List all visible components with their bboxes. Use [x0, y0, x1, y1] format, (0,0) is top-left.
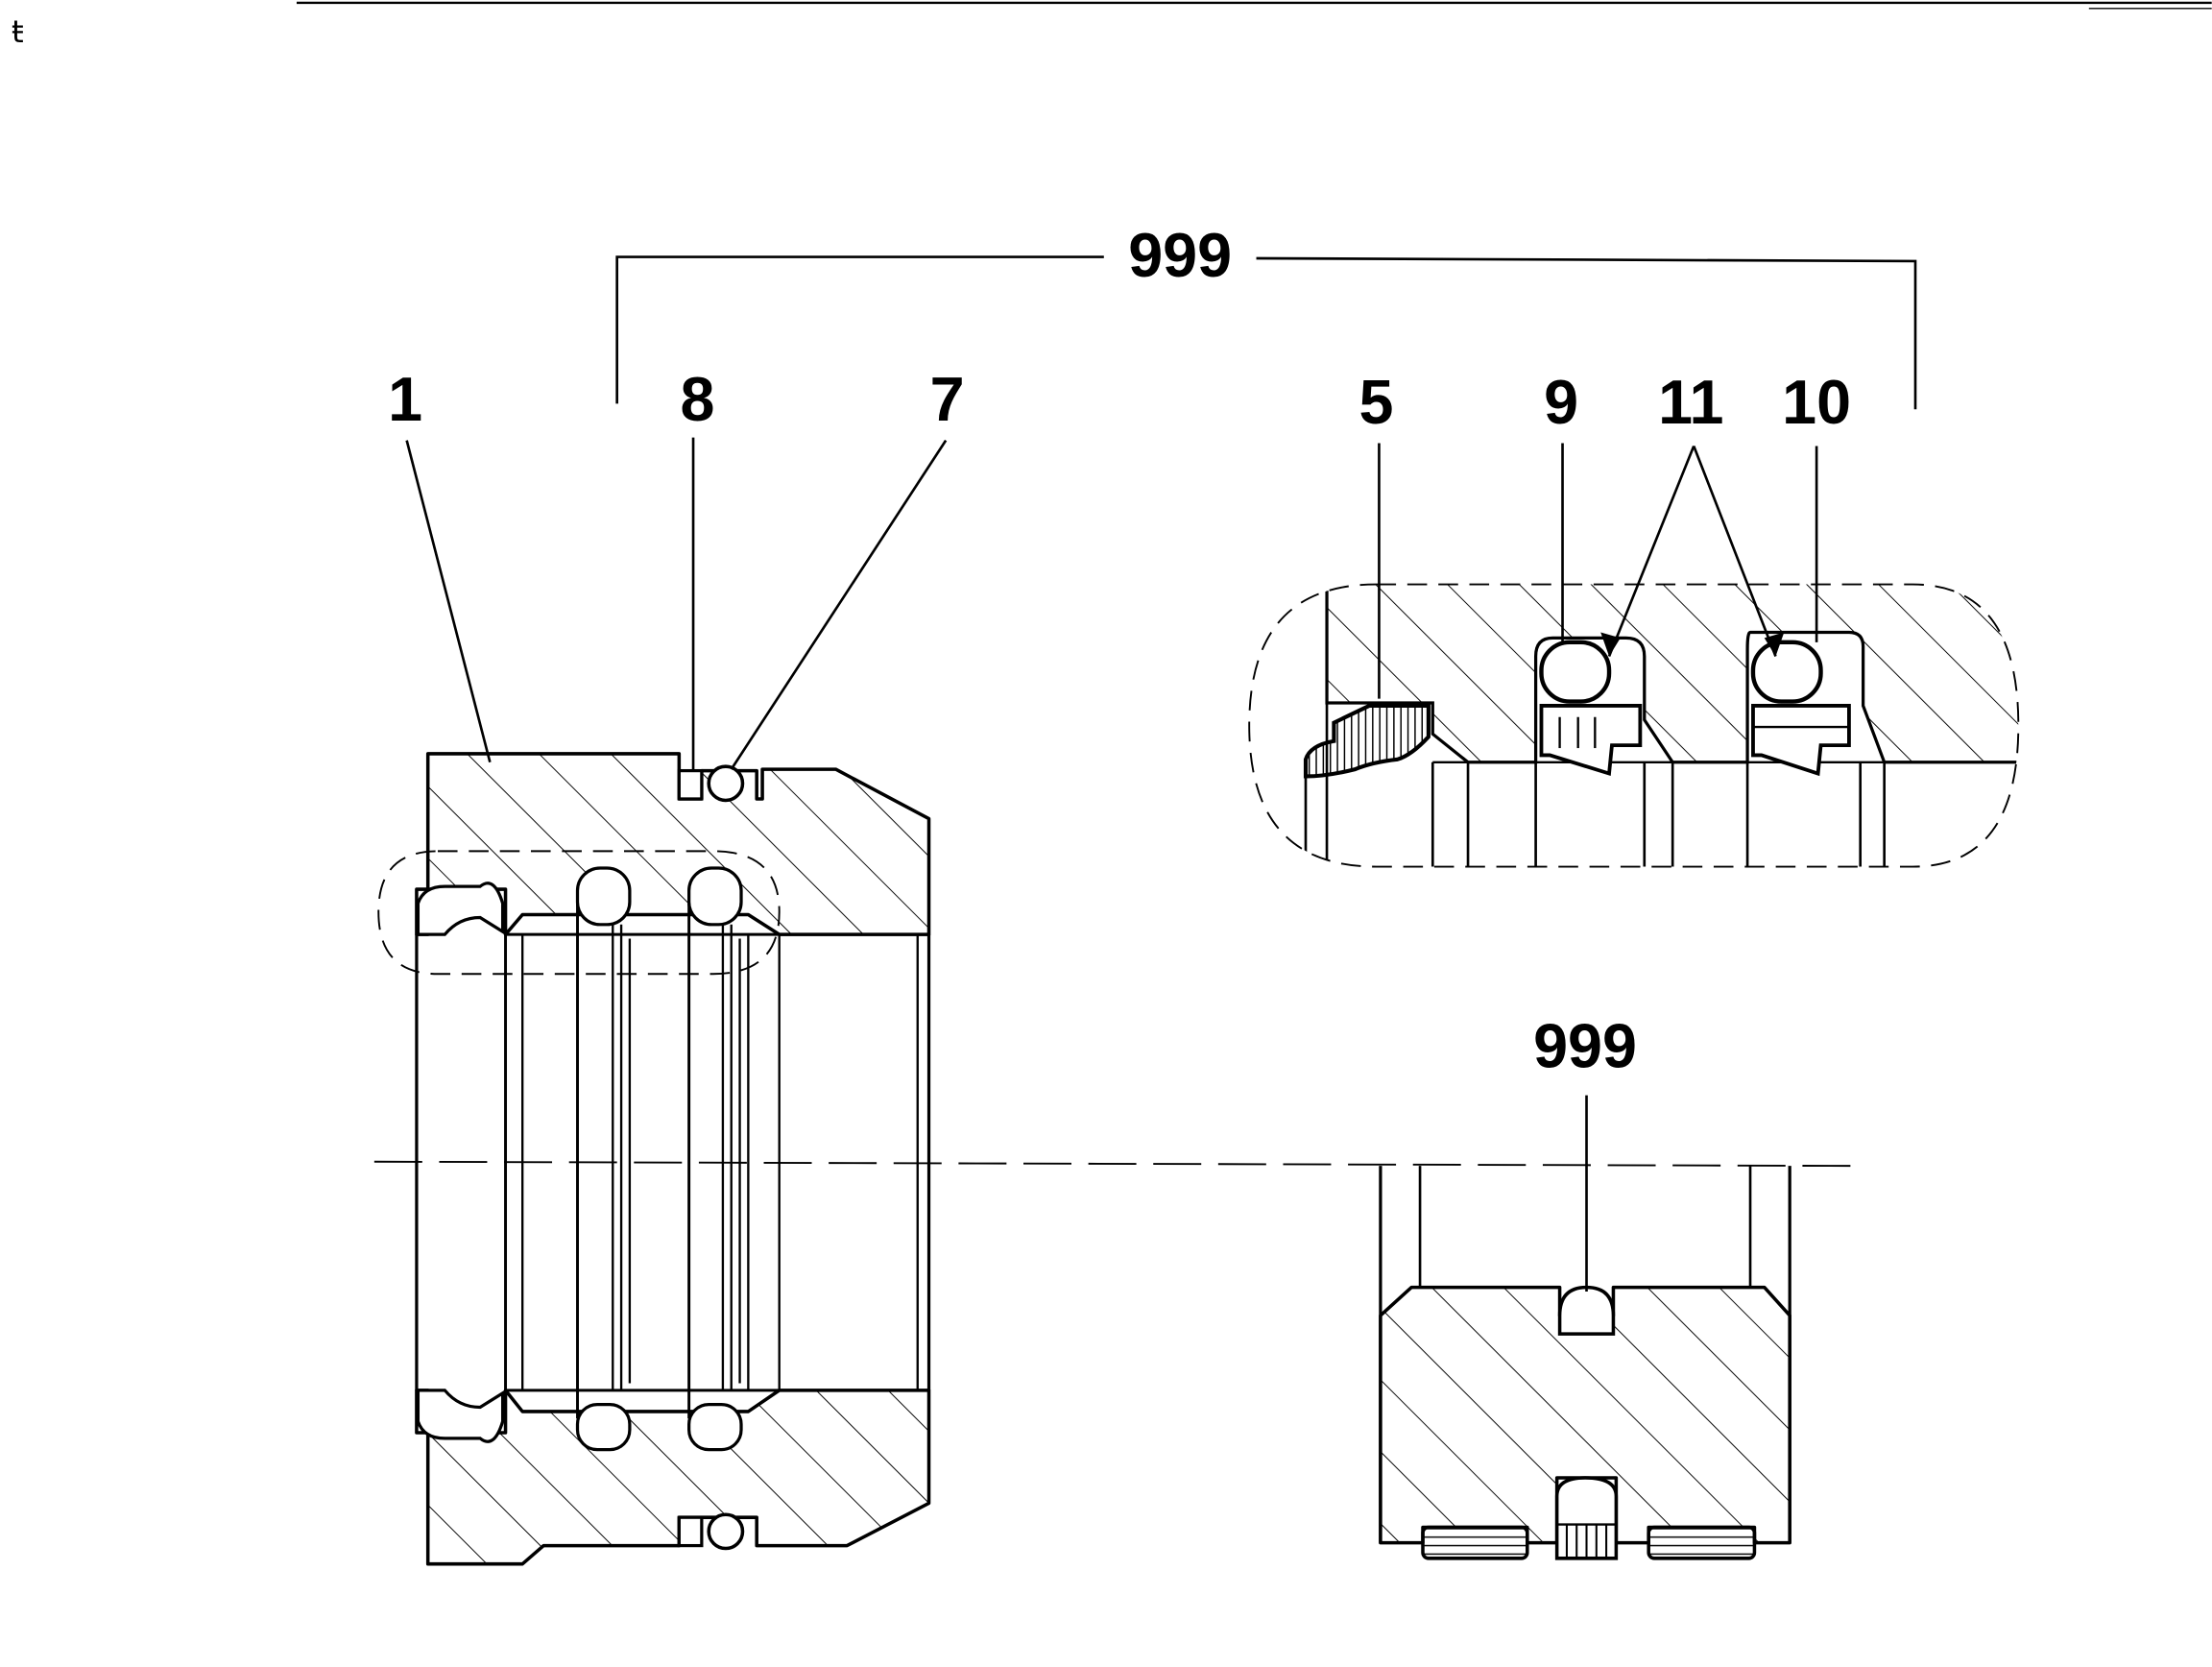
detail-seal-10 [1750, 640, 1851, 777]
detail-seal-9 [1539, 640, 1643, 777]
housing-cross-section [377, 752, 931, 1566]
leader-lines [405, 255, 1917, 1292]
detail-view [1248, 583, 2020, 868]
o-ring-outer-bottom [707, 1512, 745, 1551]
center-line [373, 1160, 1863, 1168]
callout-1: 1 [388, 364, 422, 434]
leader-11-b [1692, 446, 1777, 658]
piston-section [1379, 1166, 1791, 1560]
callout-10: 10 [1782, 367, 1851, 437]
callout-9: 9 [1544, 367, 1578, 437]
seal-groove-2 [687, 866, 743, 1452]
sheet-top-border [296, 1, 2212, 10]
corner-mark: ŧ [12, 13, 24, 50]
callout-5: 5 [1359, 367, 1394, 437]
seal-groove-1 [575, 866, 632, 1452]
o-ring-outer-top [707, 764, 745, 803]
o-ring-piston [1557, 1285, 1616, 1336]
callout-999-right: 999 [1533, 1010, 1637, 1080]
callout-7: 7 [930, 364, 965, 434]
leader-arrowheads [1600, 632, 1785, 657]
piston-seal [1554, 1476, 1619, 1560]
leader-1 [405, 440, 492, 763]
callout-11: 11 [1658, 367, 1723, 437]
detail-lip-seal [1303, 703, 1431, 779]
detail-marker [377, 850, 781, 976]
leader-11-a [1607, 446, 1695, 658]
piston-seal-lines [1556, 1523, 1617, 1558]
lip-seal-bottom [416, 1389, 505, 1443]
guide-ring-left [1421, 1525, 1529, 1560]
lip-seal-top [416, 882, 505, 936]
callout-999-top: 999 [1128, 220, 1232, 290]
backup-ring-bottom [677, 1515, 704, 1548]
backup-ring-top [677, 768, 704, 801]
callout-8: 8 [680, 364, 714, 434]
leader-7 [730, 439, 948, 770]
guide-ring-right [1647, 1525, 1757, 1560]
bracket-999-top [615, 255, 1104, 404]
bracket-999-top-right [1256, 256, 1917, 410]
